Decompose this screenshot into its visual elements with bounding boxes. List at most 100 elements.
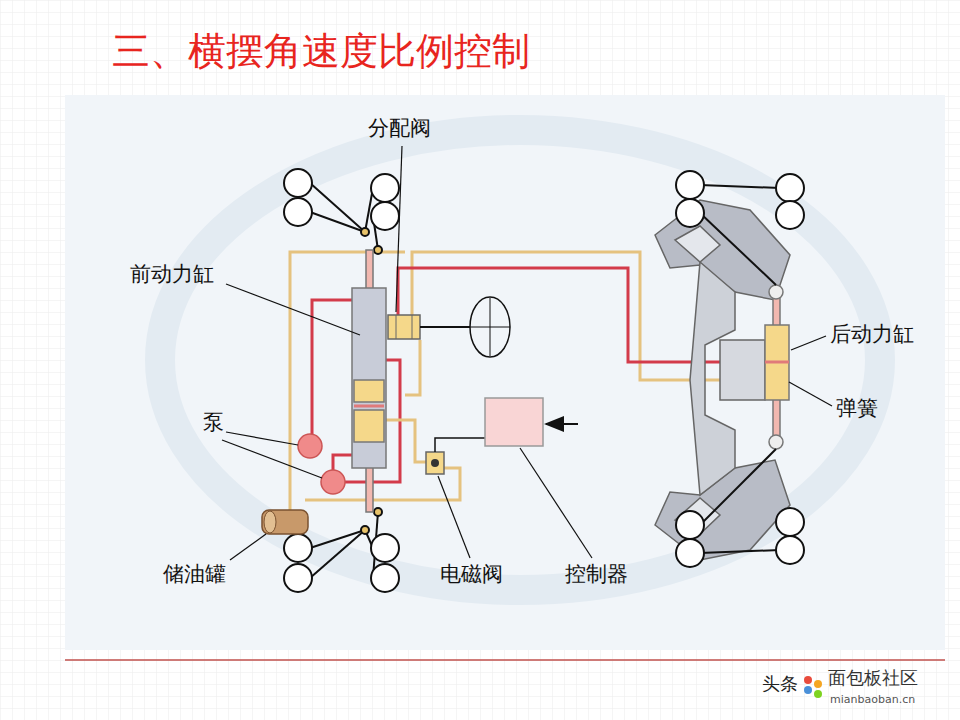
solenoid-valve-and-controller-part [426,452,444,474]
part-label: 控制器 [565,562,628,586]
rear-wheels-part [776,536,804,564]
front-linkage-part [361,526,369,534]
distribution-valve-part [388,315,420,339]
rear-power-cylinder-part [765,361,789,364]
watermark: 头条 [762,674,798,695]
front-linkage-part [374,508,382,516]
front-linkage-part [310,212,365,232]
leader-lines-part [520,448,592,558]
slide-background-part [65,95,945,650]
part-label: 电磁阀 [440,562,503,586]
front-power-cylinder-part [354,380,384,402]
rear-wheels [676,171,804,567]
front-power-cylinder [352,250,386,512]
hydraulic-lines-part [333,455,352,470]
pumps-part [321,470,345,494]
part-label: 弹簧 [836,396,878,420]
rear-wheels-part [700,449,776,525]
slide-background-part [160,130,880,590]
rear-wheels-part [700,213,776,285]
pumps-part [298,434,322,458]
front-linkage-part [284,169,312,197]
rear-wheels-part [676,171,704,199]
part-label: 储油罐 [163,562,226,586]
watermark-icon [804,676,822,698]
rear-power-cylinder-part [765,325,789,400]
rear-suspension [655,200,790,560]
solenoid-valve-and-controller-part [431,459,439,467]
watermark: mianbaoban.cn [830,694,915,707]
front-linkage-part [371,534,399,562]
rear-power-cylinder [765,285,789,449]
front-linkage-part [374,246,382,254]
watermark-icon-part [804,686,812,694]
front-linkage-part [284,564,312,592]
distribution-valve-part [470,297,510,357]
part-label: 前动力缸 [130,262,214,286]
front-power-cylinder-part [352,288,386,468]
leader-lines [222,146,832,560]
front-power-cylinder-part [366,466,373,512]
leader-lines-part [396,146,402,312]
slide-background-part [65,659,945,661]
front-power-cylinder-part [366,250,373,290]
leader-lines-part [230,534,266,560]
solenoid-valve-and-controller-part [546,423,578,425]
rear-power-cylinder-part [769,285,783,299]
leader-lines-part [226,432,298,445]
watermark: 面包板社区 [828,668,918,689]
leader-lines-part [226,284,360,335]
solenoid-valve-and-controller [426,398,578,474]
rear-wheels-part [676,199,704,227]
leader-lines-part [222,440,322,478]
rear-wheels-part [676,511,704,539]
hydraulic-lines [290,252,765,512]
rear-wheels-part [700,550,780,553]
rear-suspension-part [675,226,720,262]
front-power-cylinder-part [354,410,384,442]
front-linkage-part [371,202,399,230]
rear-wheels-part [700,185,780,188]
part-label: 后动力缸 [830,322,914,346]
solenoid-valve-and-controller-part [435,438,485,452]
rear-wheels-part [676,539,704,567]
leader-lines-part [789,382,832,406]
pumps [298,434,345,494]
rear-wheels-part [776,508,804,536]
front-linkage-part [371,564,399,592]
part-label: 泵 [203,410,224,434]
solenoid-valve-and-controller-part [485,398,543,446]
front-linkage-part [310,530,365,578]
front-linkage-part [284,198,312,226]
front-linkage-part [310,530,365,548]
distribution-valve-part [420,326,470,328]
front-power-cylinder-part [354,405,384,408]
distribution-valve [388,297,510,357]
oil-reservoir-part [262,510,308,534]
hydraulic-lines-part [386,420,428,462]
watermark-icon-part [814,680,822,688]
rear-wheels-part [776,174,804,202]
leader-lines-part [791,336,826,350]
watermark-icon-part [804,676,812,684]
hydraulic-lines-part [405,340,420,395]
front-linkage-part [284,534,312,562]
distribution-valve-part [470,327,510,328]
front-linkage-part [371,174,399,202]
oil-reservoir-part [264,511,276,533]
leader-lines-part [438,476,470,558]
watermark-icon-part [814,690,822,698]
distribution-valve-part [412,315,413,339]
rear-wheels-part [776,201,804,229]
hydraulic-lines-part [312,300,352,434]
front-linkage-part [361,228,369,236]
distribution-valve-part [396,315,397,339]
rear-power-cylinder-part [769,435,783,449]
part-label: 分配阀 [368,116,431,140]
rear-suspension-part [720,340,765,400]
slide-title: 三、横摆角速度比例控制 [112,30,530,74]
oil-reservoir [262,510,308,534]
